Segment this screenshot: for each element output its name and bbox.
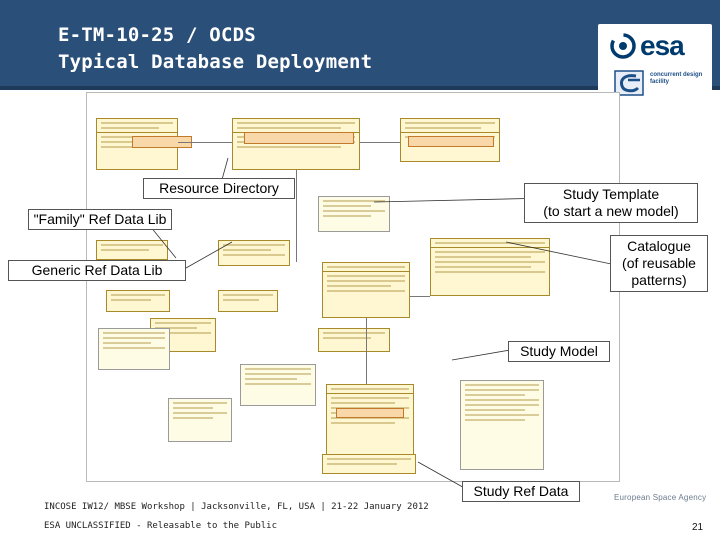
- uml-class-box: [430, 238, 550, 296]
- callout-study-ref-data: Study Ref Data: [462, 481, 580, 502]
- callout-catalogue: Catalogue (of reusable patterns): [610, 235, 708, 292]
- uml-note-box: [460, 380, 544, 470]
- uml-connector: [178, 142, 232, 143]
- cdf-logo-text: concurrent design facility: [650, 72, 703, 85]
- uml-connector: [296, 170, 297, 262]
- uml-orange-box: [244, 132, 354, 144]
- slide-title-line1: E-TM-10-25 / OCDS: [58, 24, 256, 46]
- uml-class-box: [322, 262, 410, 318]
- uml-orange-box: [336, 408, 404, 418]
- callout-study-model: Study Model: [508, 341, 610, 362]
- uml-class-box: [318, 328, 390, 352]
- callout-study-template: Study Template (to start a new model): [524, 183, 698, 223]
- page-number: 21: [692, 522, 704, 533]
- header-band-shadow: [0, 86, 720, 90]
- uml-note-box: [168, 398, 232, 442]
- callout-catalogue-line3: patterns): [631, 272, 687, 288]
- cdf-logo-icon: [614, 70, 644, 96]
- footer-event: INCOSE IW12/ MBSE Workshop | Jacksonvill…: [44, 502, 429, 512]
- callout-resource-directory: Resource Directory: [143, 178, 295, 199]
- uml-class-box: [218, 240, 290, 266]
- callout-family-ref-data-lib: "Family" Ref Data Lib: [28, 209, 172, 230]
- uml-note-box: [240, 364, 316, 406]
- slide-title-line2: Typical Database Deployment: [58, 51, 373, 73]
- uml-class-box: [218, 290, 278, 312]
- uml-connector: [360, 142, 400, 143]
- callout-generic-ref-data-lib: Generic Ref Data Lib: [8, 260, 186, 281]
- uml-connector: [366, 318, 367, 384]
- esa-swirl-icon: [610, 33, 636, 59]
- footer-agency-name: European Space Agency: [614, 493, 707, 502]
- uml-connector: [410, 296, 430, 297]
- callout-catalogue-line1: Catalogue: [627, 238, 691, 254]
- uml-class-box: [96, 240, 168, 260]
- callout-study-template-line2: (to start a new model): [543, 203, 679, 219]
- footer-classification: ESA UNCLASSIFIED - Releasable to the Pub…: [44, 521, 277, 531]
- uml-class-box: [322, 454, 416, 474]
- uml-class-box: [106, 290, 170, 312]
- callout-catalogue-line2: (of reusable: [622, 255, 696, 271]
- uml-note-box: [98, 328, 170, 370]
- uml-orange-box: [408, 136, 494, 147]
- callout-study-template-line1: Study Template: [562, 186, 660, 202]
- esa-wordmark: esa: [640, 30, 685, 61]
